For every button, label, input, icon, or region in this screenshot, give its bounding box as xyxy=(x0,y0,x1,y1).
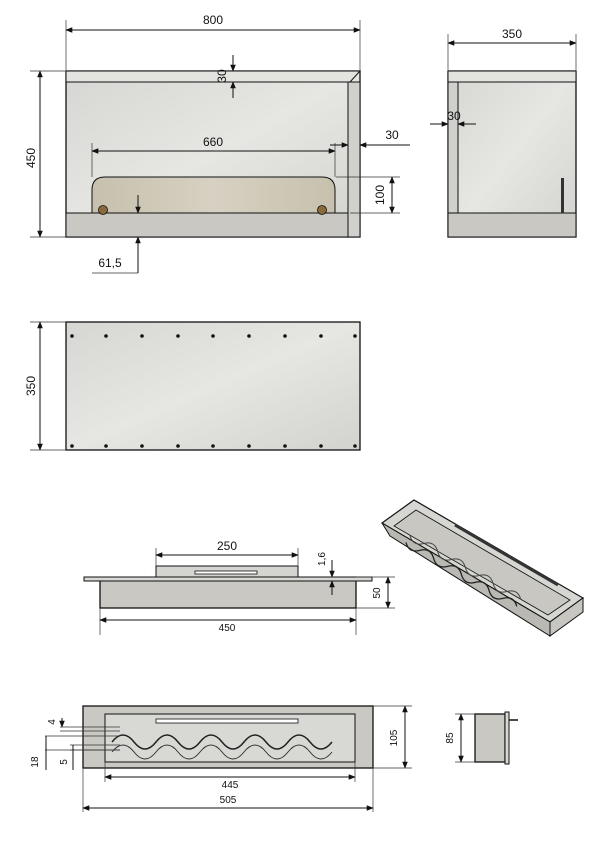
dim-inner-width-label: 660 xyxy=(203,135,223,149)
burner-side-view: 85 xyxy=(445,711,518,765)
dim-burner-side-height-label: 85 xyxy=(445,732,456,744)
screw-hole-icon xyxy=(283,334,287,338)
screw-hole-icon xyxy=(211,334,215,338)
screw-hole-icon xyxy=(70,334,74,338)
dim-burner-5-label: 5 xyxy=(59,759,70,765)
burner-flange xyxy=(83,576,373,582)
dim-side-thickness-label: 30 xyxy=(385,128,399,142)
screw-holes xyxy=(70,334,357,448)
burner-side-body xyxy=(474,713,506,763)
screw-hole-icon xyxy=(353,444,357,448)
dim-top-depth-label: 350 xyxy=(24,376,38,396)
screw-hole-icon xyxy=(104,334,108,338)
dim-wall-label: 30 xyxy=(447,109,461,123)
dim-width-label: 800 xyxy=(203,13,223,27)
side-view-body xyxy=(447,70,577,238)
dim-burner-width-label: 450 xyxy=(219,623,236,634)
top-view-body xyxy=(65,321,361,451)
burner-front-view: 250 1,6 50 450 xyxy=(83,539,395,635)
top-view: 350 xyxy=(24,321,361,451)
side-view: 350 30 xyxy=(430,27,577,238)
dim-height-label: 450 xyxy=(24,148,38,168)
screw-hole-icon xyxy=(70,444,74,448)
burner-isometric-view xyxy=(380,499,585,637)
front-view: 800 450 30 660 30 100 61,5 xyxy=(24,13,410,274)
screw-hole-icon xyxy=(247,444,251,448)
dim-burner-4-label: 4 xyxy=(47,719,58,725)
front-view-right-wall xyxy=(347,81,361,238)
front-view-burner-window xyxy=(91,176,336,214)
handle-icon xyxy=(561,178,564,213)
burner-top-slot xyxy=(155,718,299,724)
dim-depth-label: 350 xyxy=(502,27,522,41)
dim-burner-inner-width-label: 445 xyxy=(222,780,239,791)
left-foot-icon xyxy=(98,205,108,215)
dim-top-thickness-label: 30 xyxy=(215,69,229,83)
screw-hole-icon xyxy=(176,334,180,338)
screw-hole-icon xyxy=(140,334,144,338)
screw-hole-icon xyxy=(319,444,323,448)
screw-hole-icon xyxy=(283,444,287,448)
screw-hole-icon xyxy=(211,444,215,448)
screw-hole-icon xyxy=(104,444,108,448)
screw-hole-icon xyxy=(140,444,144,448)
dim-burner-18-label: 18 xyxy=(30,756,41,768)
dim-burner-outer-width-label: 505 xyxy=(220,795,237,806)
dim-burner-height-label: 50 xyxy=(372,587,383,599)
screw-hole-icon xyxy=(319,334,323,338)
right-foot-icon xyxy=(317,205,327,215)
burner-tank xyxy=(99,579,357,609)
dim-burner-depth-label: 105 xyxy=(389,729,400,746)
front-view-base xyxy=(65,212,349,238)
dim-opening-height-label: 100 xyxy=(373,185,387,205)
burner-slot xyxy=(194,570,258,575)
wave-insert-icon xyxy=(111,734,333,750)
dim-base-offset-label: 61,5 xyxy=(98,256,122,270)
front-view-top-lid xyxy=(65,70,362,83)
dim-burner-top-width-label: 250 xyxy=(217,539,237,553)
burner-top-view: 4 18 5 445 505 105 xyxy=(30,705,412,812)
dim-burner-flange-label: 1,6 xyxy=(317,552,328,566)
screw-hole-icon xyxy=(176,444,180,448)
screw-hole-icon xyxy=(247,334,251,338)
screw-hole-icon xyxy=(353,334,357,338)
